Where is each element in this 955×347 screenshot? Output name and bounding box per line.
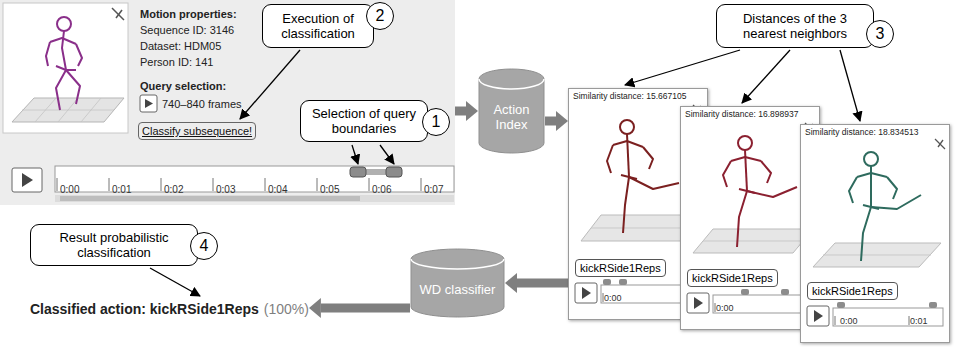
tick-label: 0:03 [216, 184, 235, 195]
tick-label: 0:02 [164, 184, 183, 195]
leader-line [380, 145, 394, 164]
tick-label: 0:00 [60, 184, 79, 195]
tick-label-holder: 0:05 [320, 179, 339, 197]
node-text: Similarity distance: 15.667105 [573, 91, 703, 102]
tick-label-holder: 0:01 [112, 179, 131, 197]
figure-view [3, 3, 128, 133]
node-text: Selection of query boundaries [307, 106, 421, 136]
node-text: (100%) [264, 298, 309, 320]
node-text: kickRSide1Reps [812, 284, 893, 298]
leader-line [150, 268, 200, 296]
callout-number: 1 [422, 108, 450, 136]
node-text: Action Index [482, 102, 541, 132]
flow-arrow [321, 304, 410, 313]
callout-box: Distances of the 3 nearest neighbors [716, 4, 874, 48]
tick-label: 0:05 [320, 184, 339, 195]
floor-lines [22, 98, 114, 122]
tick-label: 0:00 [604, 293, 622, 303]
play-button [12, 168, 42, 192]
leader-line [352, 145, 358, 164]
panel-ground [0, 0, 455, 205]
scrollbar-thumb [60, 196, 360, 201]
node-text: Distances of the 3 nearest neighbors [723, 11, 867, 41]
tick-label: 0:07 [424, 184, 443, 195]
leader-line [625, 50, 740, 85]
slider-handle [386, 167, 402, 177]
node-text: WD classifier [420, 282, 496, 297]
node-text: 3 [876, 25, 885, 43]
tick-label-holder: 0:04 [268, 179, 287, 197]
tick-label: 0:01 [910, 316, 928, 326]
flow-arrow [545, 117, 556, 126]
timeline-ticks [57, 178, 421, 191]
play-icon [22, 173, 33, 187]
neighbor-figure [801, 125, 951, 344]
tick-label: 0:06 [372, 184, 391, 195]
node-text: Query selection: [140, 78, 455, 94]
action-label: kickRSide1Reps [687, 269, 778, 287]
action-label: kickRSide1Reps [575, 259, 666, 277]
leader-line [742, 50, 790, 103]
tick-label: 0:01 [112, 184, 131, 195]
node-text: 1 [432, 113, 441, 131]
play-button [140, 95, 157, 112]
node-text: 4 [200, 237, 209, 255]
node-text: Classify subsequence! [138, 122, 256, 140]
callout-number: 4 [190, 232, 218, 260]
callout-number: 3 [866, 20, 894, 48]
tick-label-holder: 0:07 [424, 179, 443, 197]
callout-box: Selection of query boundaries [300, 100, 428, 142]
tick-label: 0:04 [268, 184, 287, 195]
node-text: Classified action: kickRSide1Reps [30, 298, 259, 320]
play-icon [145, 99, 153, 108]
flow-arrow [455, 107, 466, 116]
node-text: kickRSide1Reps [580, 261, 661, 275]
tick-label: 0:00 [716, 303, 734, 313]
flow-arrow [517, 279, 568, 288]
callout-box: Execution of classification [262, 4, 374, 48]
cylinder-rim [479, 79, 544, 89]
node-text: 2 [376, 7, 385, 25]
pin-icon [112, 8, 124, 20]
tick-label: 0:00 [840, 316, 858, 326]
floor-grid [12, 98, 124, 122]
slider-handle [350, 167, 366, 177]
node-text: Result probabilistic classification [37, 230, 191, 260]
tick-label-holder: 0:00 [60, 179, 79, 197]
scrollbar [55, 195, 454, 202]
neighbor-panel: Similarity distance: 18.834513 kickRSide1… [800, 124, 950, 343]
node-text: Similarity distance: 16.898937 [685, 109, 815, 120]
neighbor-panel: Similarity distance: 16.898937 kickRSide1… [680, 106, 820, 330]
result-line: Classified action: kickRSide1Reps(100%) [30, 298, 309, 320]
node-text: Execution of classification [269, 11, 367, 41]
database-cylinder: WD classifier [410, 248, 505, 318]
leader-line [840, 50, 860, 121]
node-text: Person ID: 141 [140, 54, 455, 70]
tick-label-holder: 0:02 [164, 179, 183, 197]
tick-label-holder: 0:03 [216, 179, 235, 197]
callout-box: Result probabilistic classification [30, 224, 198, 266]
cylinder-body [411, 249, 504, 317]
node-text: Similarity distance: 18.834513 [805, 127, 945, 138]
callout-number: 2 [366, 2, 394, 30]
node-text: kickRSide1Reps [692, 271, 773, 285]
cylinder-body [479, 69, 544, 153]
tick-label-holder: 0:06 [372, 179, 391, 197]
cylinder-rim [411, 259, 504, 269]
stick-figure [46, 17, 82, 110]
database-cylinder: Action Index [478, 68, 545, 154]
leader-line [240, 50, 300, 119]
action-label: kickRSide1Reps [807, 282, 898, 300]
